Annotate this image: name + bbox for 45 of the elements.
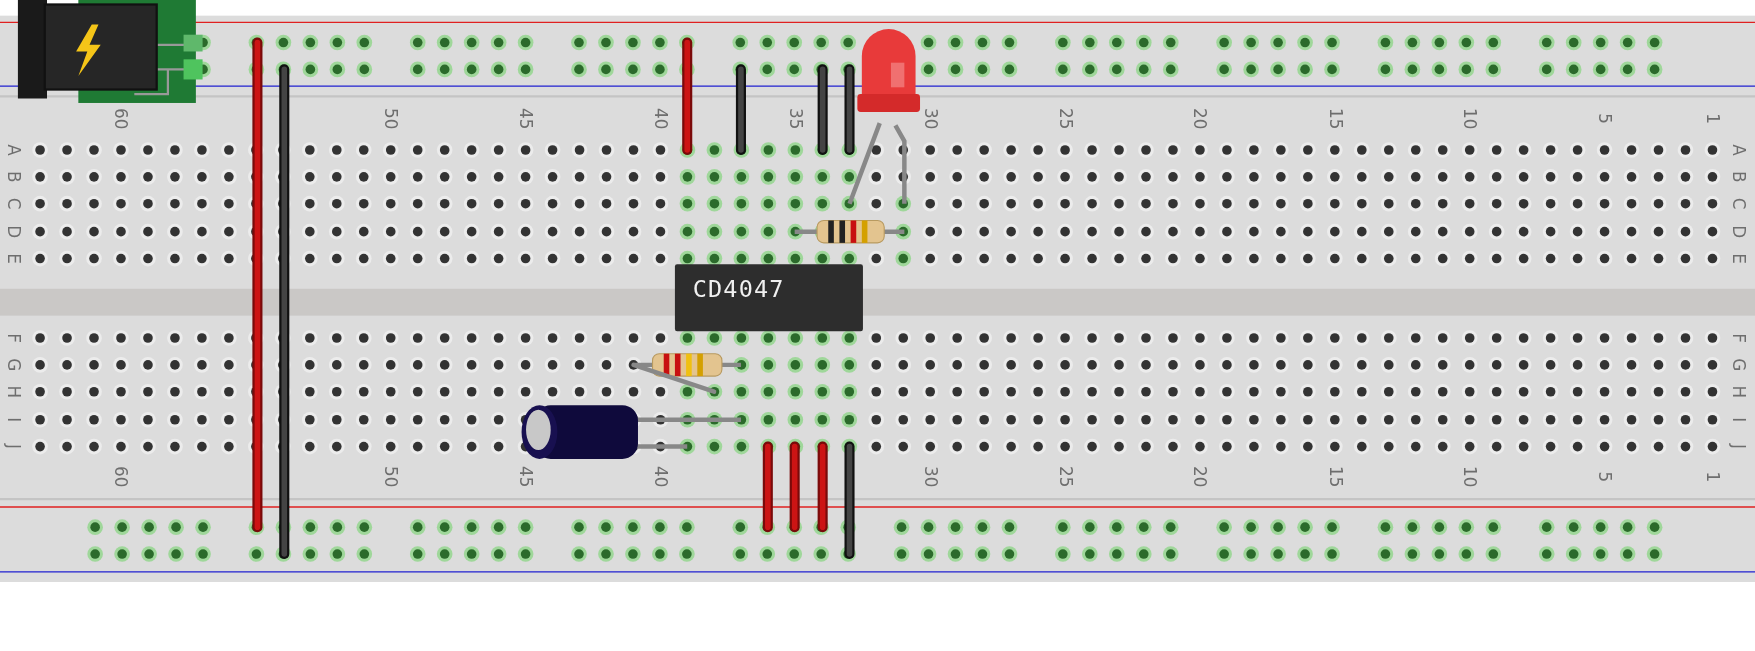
column-number: 30 [922,466,939,488]
chip-label: CD4047 [692,275,785,303]
row-letter: G [5,358,22,372]
column-number: 40 [652,466,669,488]
column-number: 60 [113,107,129,130]
column-number: 20 [1192,466,1208,488]
column-number: 25 [1057,466,1073,488]
column-number: 5 [1596,471,1613,483]
column-number: 45 [517,107,534,130]
column-number: 15 [1327,466,1343,488]
column-number: 5 [1596,113,1613,124]
row-letter: D [1730,225,1747,239]
column-number: 15 [1327,107,1343,130]
row-letter: I [5,417,22,423]
column-number: 10 [1461,107,1478,130]
row-letter: J [5,444,22,450]
ic-chip [674,264,863,332]
column-number: 45 [517,466,534,488]
row-letter: D [5,225,22,239]
column-number: 50 [382,466,399,488]
row-letter: I [1730,417,1747,423]
column-number: 25 [1057,107,1073,130]
column-number: 10 [1461,466,1478,488]
row-letter: E [1730,253,1747,264]
column-number: 1 [1704,471,1721,483]
row-letter: B [5,171,22,183]
row-letter: F [1730,333,1747,343]
column-number: 60 [113,466,129,488]
row-letter: A [1730,144,1747,156]
column-number: 50 [382,107,399,130]
row-letter: C [5,197,22,210]
column-number: 20 [1192,107,1208,130]
column-number: 30 [922,107,939,130]
row-letter: G [1730,358,1747,372]
row-letter: C [1730,197,1747,210]
row-letter: E [5,253,22,264]
row-letter: A [5,144,22,156]
row-letter: J [1730,444,1747,450]
column-number: 40 [652,107,669,130]
row-letter: H [1730,385,1747,399]
column-number: 1 [1704,113,1721,124]
row-letter: F [5,333,22,343]
row-letter: B [1730,171,1747,183]
column-number: 35 [787,107,804,130]
row-letter: H [5,385,22,399]
